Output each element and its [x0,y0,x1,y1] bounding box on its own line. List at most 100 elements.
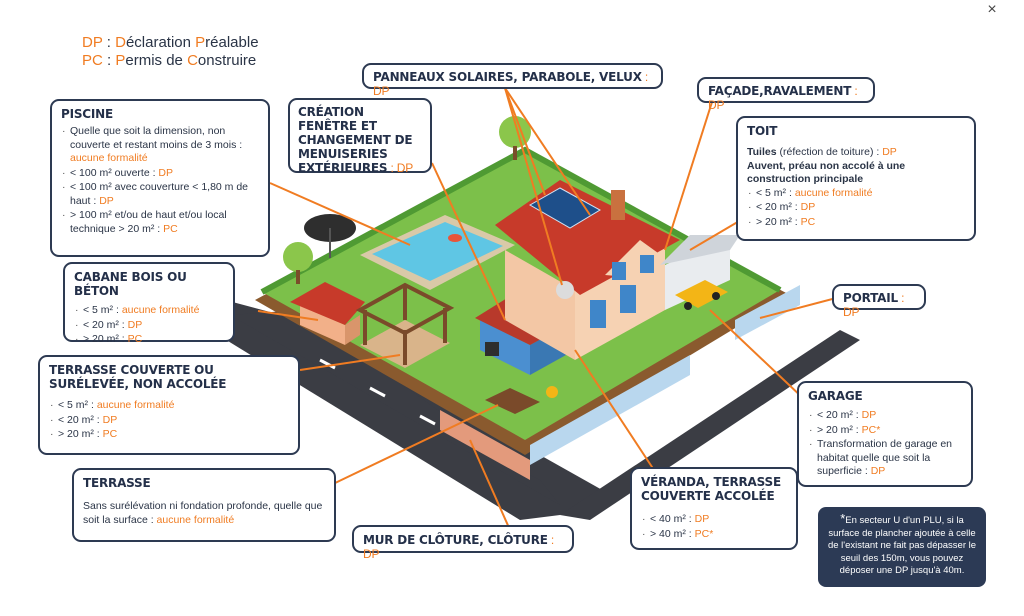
mur-title: MUR DE CLÔTURE, CLÔTURE : DP [363,533,563,561]
piscine-item: < 100 m² avec couverture < 1,80 m de hau… [61,181,259,208]
chimney [611,190,625,220]
legend-dp-word-1: éclaration [125,34,196,51]
toit-item-text: < 20 m² : [756,201,801,213]
legend-dp-abbr: DP [82,34,103,51]
cabane-title: CABANE BOIS OU BÉTON [74,270,187,298]
garage-roof [660,235,740,265]
satellite-dish [556,281,574,299]
car [675,280,728,308]
portail-sep: : [897,291,905,305]
legend-pc-letter-p: P [115,52,126,69]
toit-list: < 5 m² : aucune formalité < 20 m² : DP >… [747,187,965,230]
facade-value: DP [708,98,725,112]
panneaux-title: PANNEAUX SOLAIRES, PARABOLE, VELUX : DP [373,70,652,98]
piscine-item-value: DP [99,194,114,207]
cabane-item-text: < 5 m² : [83,304,122,316]
facade-title: FAÇADE,RAVALEMENT : DP [708,84,864,112]
piscine-item-text: < 100 m² avec couverture < 1,80 m de hau… [70,181,249,207]
person [546,386,558,398]
cabane-list: < 5 m² : aucune formalité < 20 m² : DP >… [74,304,224,347]
tree-back [499,116,531,148]
terrasse-couverte-item-text: > 20 m² : [58,428,103,440]
piscine-item-text: < 100 m² ouverte : [70,166,159,179]
panneaux-title-text: PANNEAUX SOLAIRES, PARABOLE, VELUX [373,70,642,84]
panneaux-box: PANNEAUX SOLAIRES, PARABOLE, VELUX : DP [362,63,663,98]
garage-list: < 20 m² : DP > 20 m² : PC* Transformatio… [808,409,962,479]
mur-box: MUR DE CLÔTURE, CLÔTURE : DP [352,525,574,561]
legend-pc-letter-c: C [187,52,198,69]
veranda-item-text: > 40 m² : [650,527,695,540]
connector-lines [257,87,841,531]
solar-panels [528,187,602,229]
piscine-item-text: Quelle que soit la dimension, non couver… [70,125,243,151]
window-4 [612,262,626,280]
piscine-item-value: aucune formalité [70,152,148,164]
close-icon[interactable]: × [987,1,997,18]
piscine-item: < 100 m² ouverte : DP [61,167,259,181]
terrasse-couverte-item-value: PC [102,428,118,440]
toit-item-value: DP [800,201,816,213]
footnote: *En secteur U d'un PLU, si la surface de… [818,507,986,587]
window-3 [640,255,654,273]
house-left-wall [505,250,575,360]
veranda-item-text: < 40 m² : [650,513,695,525]
cabane-item-value: aucune formalité [121,304,200,316]
creation-value: DP [396,161,414,175]
legend-dp-letter-d: D [115,34,126,51]
portail-value: DP [843,305,860,319]
garage-item-value: PC* [861,423,881,436]
mur-title-text: MUR DE CLÔTURE, CLÔTURE [363,533,548,547]
toit-tuiles-label: Tuiles [747,146,777,158]
legend-pc-sep: : [102,52,116,69]
facade-box: FAÇADE,RAVALEMENT : DP [697,77,875,112]
cabane-item: < 5 m² : aucune formalité [74,304,224,318]
toit-item: < 5 m² : aucune formalité [747,187,965,201]
veranda-title: VÉRANDA, TERRASSE COUVERTE ACCOLÉE [641,475,781,503]
terrasse-couverte-item-text: < 20 m² : [58,413,103,426]
piscine-box: PISCINE Quelle que soit la dimension, no… [50,99,270,257]
facade-sep: : [851,84,858,98]
toit-item-text: > 20 m² : [756,215,801,228]
terrasse-couverte-item-value: aucune formalité [96,399,175,411]
portail-title-text: PORTAIL [843,291,898,305]
mur-sep: : [547,533,555,547]
footnote-text: En secteur U d'un PLU, si la surface de … [827,515,977,576]
terrasse-couverte-item-text: < 5 m² : [58,399,97,411]
cabane-item: > 20 m² : PC [74,333,224,347]
cabane-item-text: > 20 m² : [83,333,128,345]
legend-pc-word-2: onstruire [197,52,257,69]
terrasse-couverte-item: < 20 m² : DP [49,414,289,428]
piscine-item-value: PC [163,222,178,235]
legend-dp: DP : Déclaration Préalable [82,34,259,52]
veranda-box: VÉRANDA, TERRASSE COUVERTE ACCOLÉE < 40 … [630,467,798,550]
toit-item-text: < 5 m² : [756,186,795,199]
toit-tuiles-value: DP [882,146,897,158]
piscine-list: Quelle que soit la dimension, non couver… [61,125,259,236]
garage-wall [665,235,730,310]
toit-item: > 20 m² : PC [747,216,965,230]
garage-item-text: < 20 m² : [817,409,862,421]
pool-water [372,222,503,281]
toit-tuiles: Tuiles (réfection de toiture) : DP [747,146,965,160]
garage-item-text: > 20 m² : [817,423,862,436]
bbq [485,342,499,356]
terrasse-value: aucune formalité [156,513,235,526]
piscine-item: > 100 m² et/ou de haut et/ou local techn… [61,209,259,236]
terrasse-text-line: Sans surélévation ni fondation profonde,… [83,500,325,527]
garden-table [485,388,540,414]
legend: DP : Déclaration Préalable PC : Permis d… [82,34,259,70]
piscine-title: PISCINE [61,107,114,121]
footnote-star: * [840,511,846,526]
terrasse-couverte-list: < 5 m² : aucune formalité < 20 m² : DP >… [49,399,289,442]
piscine-item-value: DP [158,166,174,179]
creation-sep: : [387,161,397,175]
terrasse-couverte-title: TERRASSE COUVERTE OU SURÉLEVÉE, NON ACCO… [49,363,227,391]
window-1 [590,300,606,328]
terrasse-box: TERRASSE Sans surélévation ni fondation … [72,468,336,542]
legend-pc-word-1: ermis de [125,52,188,69]
terrasse-couverte-item: > 20 m² : PC [49,428,289,442]
garage-title: GARAGE [808,389,863,403]
cabane-item-value: DP [127,318,143,331]
pergola-frame [363,285,447,365]
